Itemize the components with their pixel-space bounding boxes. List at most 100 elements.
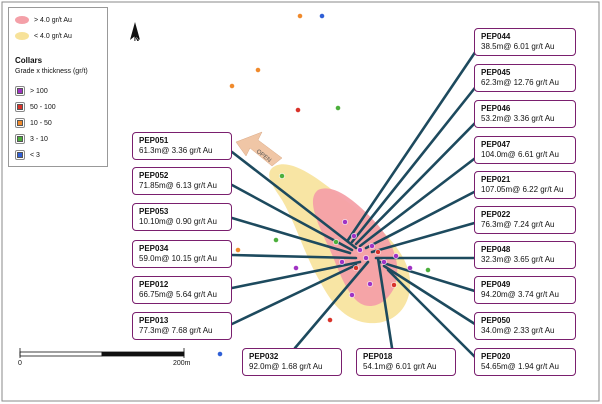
hole-label-pep044[interactable]: PEP044 38.5m@ 6.01 gr/t Au — [474, 28, 576, 56]
drill-trace — [378, 260, 480, 294]
hole-result: 62.3m@ 12.76 gr/t Au — [481, 78, 559, 87]
collar-swatch-icon — [15, 118, 25, 128]
hole-result: 10.10m@ 0.90 gr/t Au — [139, 217, 217, 226]
legend-zone-low-label: < 4.0 gr/t Au — [34, 32, 72, 40]
collar-swatch-icon — [15, 86, 25, 96]
hole-id: PEP013 — [139, 316, 169, 325]
hole-label-pep051[interactable]: PEP051 61.3m@ 3.36 gr/t Au — [132, 132, 232, 160]
hole-label-pep053[interactable]: PEP053 10.10m@ 0.90 gr/t Au — [132, 203, 232, 231]
drill-trace — [230, 263, 358, 326]
hole-result: 92.0m@ 1.68 gr/t Au — [249, 362, 323, 371]
north-arrow-icon — [130, 22, 140, 40]
drill-trace — [230, 260, 362, 290]
hole-label-pep012[interactable]: PEP012 66.75m@ 5.64 gr/t Au — [132, 276, 232, 304]
scale-end-label: 200m — [173, 360, 191, 367]
hole-result: 32.3m@ 3.65 gr/t Au — [481, 255, 555, 264]
hole-label-pep020[interactable]: PEP020 54.65m@ 1.94 gr/t Au — [474, 348, 576, 376]
scale-start-label: 0 — [18, 360, 22, 367]
collar-swatch-icon — [15, 150, 25, 160]
hole-label-pep013[interactable]: PEP013 77.3m@ 7.68 gr/t Au — [132, 312, 232, 340]
collar-point — [353, 265, 359, 271]
drill-trace — [350, 82, 480, 244]
hole-label-pep034[interactable]: PEP034 59.0m@ 10.15 gr/t Au — [132, 240, 232, 268]
hole-result: 107.05m@ 6.22 gr/t Au — [481, 185, 564, 194]
drill-trace — [346, 46, 480, 242]
collar-point — [351, 233, 357, 239]
hole-id: PEP051 — [139, 136, 169, 145]
collar-point — [217, 351, 223, 357]
hole-id: PEP049 — [481, 280, 511, 289]
collar-point — [293, 265, 299, 271]
hole-id: PEP044 — [481, 32, 511, 41]
collar-point — [363, 255, 369, 261]
north-label: N — [134, 36, 140, 43]
hole-id: PEP022 — [481, 210, 511, 219]
legend-zone-high: > 4.0 gr/t Au — [15, 16, 72, 24]
collar-point — [335, 105, 341, 111]
hole-label-pep048[interactable]: PEP048 32.3m@ 3.65 gr/t Au — [474, 241, 576, 269]
drill-trace — [370, 220, 480, 254]
drill-trace — [386, 268, 480, 362]
drill-trace — [293, 260, 370, 350]
legend-zone-low: < 4.0 gr/t Au — [15, 32, 72, 40]
drill-trace — [364, 188, 480, 250]
hole-result: 59.0m@ 10.15 gr/t Au — [139, 254, 217, 263]
hole-id: PEP050 — [481, 316, 511, 325]
hole-id: PEP034 — [139, 244, 169, 253]
collar-point — [393, 253, 399, 259]
hole-label-pep046[interactable]: PEP046 53.2m@ 3.36 gr/t Au — [474, 100, 576, 128]
drill-trace — [354, 118, 480, 246]
legend-class-4: 3 - 10 — [15, 134, 48, 144]
hole-id: PEP021 — [481, 175, 511, 184]
legend-collars-title: Collars — [15, 56, 43, 65]
hole-id: PEP012 — [139, 280, 169, 289]
high-grade-swatch-icon — [15, 16, 29, 24]
legend-zone-high-label: > 4.0 gr/t Au — [34, 16, 72, 24]
collar-point — [333, 239, 339, 245]
collar-point — [229, 83, 235, 89]
hole-id: PEP052 — [139, 171, 169, 180]
hole-result: 71.85m@ 6.13 gr/t Au — [139, 181, 217, 190]
legend-class-label: < 3 — [30, 151, 40, 159]
collar-point — [375, 249, 381, 255]
legend-class-5: < 3 — [15, 150, 40, 160]
collar-swatch-icon — [15, 102, 25, 112]
drill-trace — [230, 183, 354, 252]
legend-class-label: 3 - 10 — [30, 135, 48, 143]
collar-point — [357, 247, 363, 253]
hole-result: 66.75m@ 5.64 gr/t Au — [139, 290, 217, 299]
hole-id: PEP053 — [139, 207, 169, 216]
drill-trace — [376, 256, 394, 350]
hole-label-pep022[interactable]: PEP022 76.3m@ 7.24 gr/t Au — [474, 206, 576, 234]
hole-result: 34.0m@ 2.33 gr/t Au — [481, 326, 555, 335]
hole-result: 94.20m@ 3.74 gr/t Au — [481, 290, 559, 299]
collar-point — [279, 173, 285, 179]
collar-point — [319, 13, 325, 19]
collar-point — [342, 219, 348, 225]
collar-point — [369, 243, 375, 249]
hole-result: 38.5m@ 6.01 gr/t Au — [481, 42, 555, 51]
collar-point — [381, 259, 387, 265]
drill-trace — [230, 253, 358, 260]
hole-id: PEP032 — [249, 352, 279, 361]
collar-point — [255, 67, 261, 73]
hole-label-pep047[interactable]: PEP047 104.0m@ 6.61 gr/t Au — [474, 136, 576, 164]
hole-id: PEP048 — [481, 245, 511, 254]
hole-label-pep052[interactable]: PEP052 71.85m@ 6.13 gr/t Au — [132, 167, 232, 195]
legend: > 4.0 gr/t Au < 4.0 gr/t Au Collars Grad… — [8, 7, 108, 167]
hole-label-pep021[interactable]: PEP021 107.05m@ 6.22 gr/t Au — [474, 171, 576, 199]
hole-label-pep032[interactable]: PEP032 92.0m@ 1.68 gr/t Au — [242, 348, 342, 376]
hole-result: 53.2m@ 3.36 gr/t Au — [481, 114, 555, 123]
legend-class-3: 10 - 50 — [15, 118, 52, 128]
hole-label-pep018[interactable]: PEP018 54.1m@ 6.01 gr/t Au — [356, 348, 456, 376]
hole-result: 61.3m@ 3.36 gr/t Au — [139, 146, 213, 155]
hole-label-pep049[interactable]: PEP049 94.20m@ 3.74 gr/t Au — [474, 276, 576, 304]
legend-class-label: > 100 — [30, 87, 48, 95]
hole-id: PEP018 — [363, 352, 393, 361]
collars — [217, 13, 431, 357]
collar-swatch-icon — [15, 134, 25, 144]
drill-trace — [230, 150, 358, 250]
legend-collars-subtitle: Grade x thickness (gr/t) — [15, 68, 88, 75]
hole-label-pep050[interactable]: PEP050 34.0m@ 2.33 gr/t Au — [474, 312, 576, 340]
hole-label-pep045[interactable]: PEP045 62.3m@ 12.76 gr/t Au — [474, 64, 576, 92]
